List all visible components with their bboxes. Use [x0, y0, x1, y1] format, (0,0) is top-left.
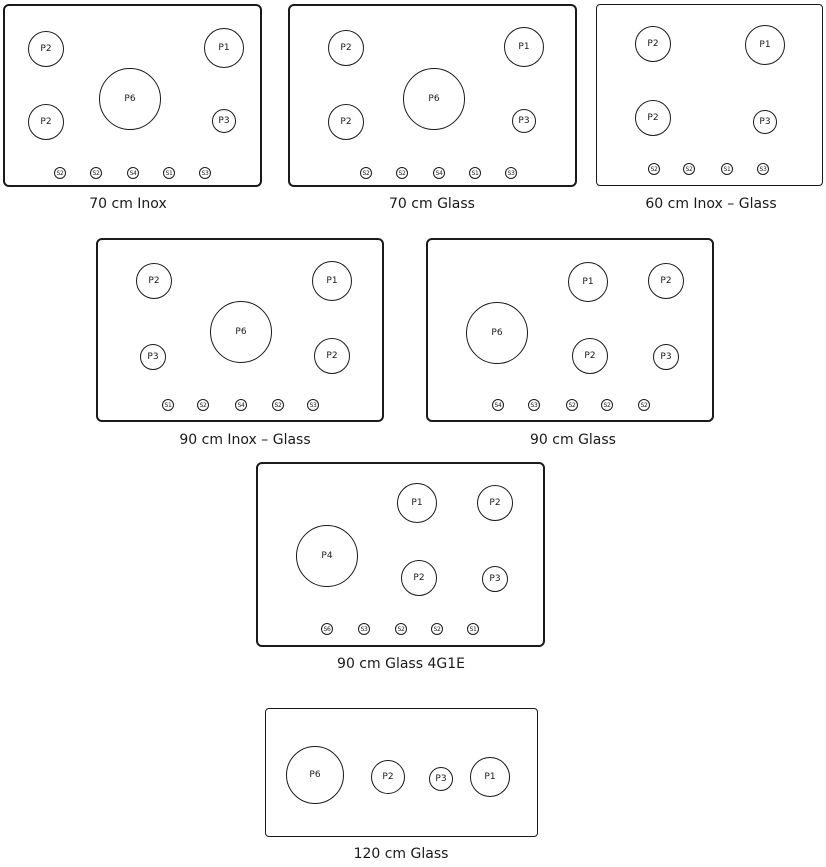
burner: P2: [401, 560, 437, 596]
burner: P2: [28, 104, 64, 140]
control-knob: S4: [127, 167, 139, 179]
control-knob: S4: [235, 399, 247, 411]
burner: P1: [745, 25, 785, 65]
control-knob: S2: [431, 623, 443, 635]
burner: P1: [397, 483, 437, 523]
burner: P3: [482, 566, 508, 592]
burner: P2: [477, 485, 513, 521]
burner: P6: [403, 68, 465, 130]
control-knob: S6: [321, 623, 333, 635]
hob-caption: 70 cm Inox: [89, 196, 167, 212]
control-knob: S2: [601, 399, 613, 411]
hob-caption: 120 cm Glass: [353, 846, 449, 862]
burner: P6: [210, 301, 272, 363]
hob-60cm-inox-glass: P2 P1 P2 P3 S2 S2 S1 S3: [596, 4, 823, 186]
burner: P2: [136, 263, 172, 299]
burner: P3: [140, 344, 166, 370]
hob-caption: 90 cm Glass 4G1E: [337, 656, 465, 672]
burner: P3: [212, 109, 236, 133]
control-knob: S4: [433, 167, 445, 179]
control-knob: S3: [199, 167, 211, 179]
control-knob: S2: [90, 167, 102, 179]
burner: P2: [328, 104, 364, 140]
control-knob: S1: [469, 167, 481, 179]
burner: P3: [429, 767, 453, 791]
control-knob: S1: [721, 163, 733, 175]
control-knob: S1: [163, 167, 175, 179]
control-knob: S3: [528, 399, 540, 411]
burner: P3: [512, 109, 536, 133]
hob-90cm-glass-4g1e: P1 P2 P4 P2 P3 S6 S3 S2 S2 S1: [256, 462, 545, 647]
burner: P6: [99, 68, 161, 130]
burner: P3: [653, 344, 679, 370]
burner: P1: [312, 261, 352, 301]
control-knob: S2: [272, 399, 284, 411]
hob-90cm-glass: P1 P2 P6 P2 P3 S4 S3 S2 S2 S2: [426, 238, 714, 422]
burner: P2: [328, 30, 364, 66]
control-knob: S2: [566, 399, 578, 411]
control-knob: S3: [358, 623, 370, 635]
hob-90cm-inox-glass: P2 P1 P6 P3 P2 S1 S2 S4 S2 S3: [96, 238, 384, 422]
control-knob: S3: [757, 163, 769, 175]
burner: P2: [28, 31, 64, 67]
burner: P2: [648, 263, 684, 299]
hob-caption: 90 cm Inox – Glass: [179, 432, 311, 448]
burner: P6: [286, 746, 344, 804]
burner: P3: [753, 110, 777, 134]
control-knob: S2: [648, 163, 660, 175]
burner: P2: [371, 760, 405, 794]
burner: P1: [568, 262, 608, 302]
hob-caption: 60 cm Inox – Glass: [645, 196, 777, 212]
burner: P2: [635, 100, 671, 136]
control-knob: S2: [638, 399, 650, 411]
control-knob: S2: [54, 167, 66, 179]
burner: P1: [504, 27, 544, 67]
hob-120cm-glass: P6 P2 P3 P1: [265, 708, 538, 837]
burner: P2: [635, 26, 671, 62]
control-knob: S3: [505, 167, 517, 179]
burner: P2: [572, 338, 608, 374]
control-knob: S2: [197, 399, 209, 411]
burner: P1: [470, 757, 510, 797]
hob-caption: 90 cm Glass: [530, 432, 616, 448]
burner: P2: [314, 338, 350, 374]
control-knob: S2: [683, 163, 695, 175]
burner: P1: [204, 28, 244, 68]
control-knob: S3: [307, 399, 319, 411]
hob-70cm-glass: P2 P1 P6 P2 P3 S2 S2 S4 S1 S3: [288, 4, 577, 187]
hob-70cm-inox: P2 P1 P6 P2 P3 S2 S2 S4 S1 S3: [3, 4, 262, 187]
burner: P4: [296, 525, 358, 587]
control-knob: S2: [396, 167, 408, 179]
burner: P6: [466, 302, 528, 364]
control-knob: S1: [162, 399, 174, 411]
hob-caption: 70 cm Glass: [389, 196, 475, 212]
control-knob: S1: [467, 623, 479, 635]
control-knob: S2: [360, 167, 372, 179]
control-knob: S2: [395, 623, 407, 635]
control-knob: S4: [492, 399, 504, 411]
